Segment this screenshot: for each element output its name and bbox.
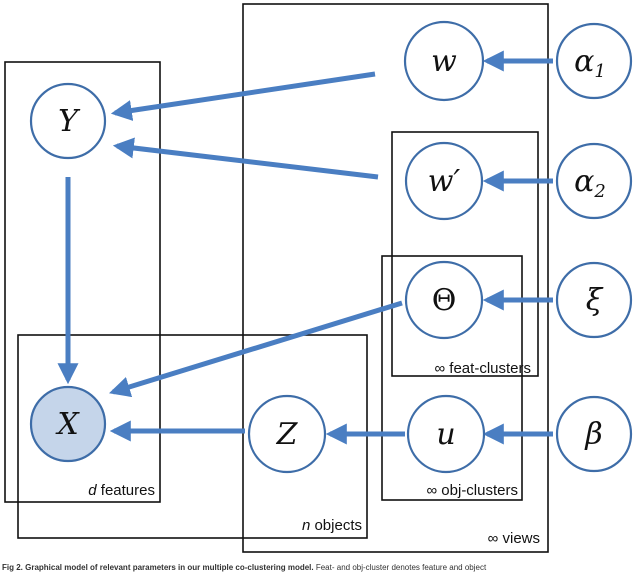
plate-features-label: d features <box>88 482 155 499</box>
plate-obj-clusters-label: ∞ obj-clusters <box>426 482 518 499</box>
plate-objects-label: n objects <box>302 517 362 534</box>
caption-text: Feat- and obj-cluster denotes feature an… <box>313 563 487 572</box>
node-u-label: u <box>436 417 455 452</box>
plate-views-label: ∞ views <box>488 530 540 547</box>
node-alpha2: α2 <box>555 142 633 220</box>
node-w-label: w <box>431 44 457 79</box>
node-alpha2-subscript: 2 <box>593 181 605 202</box>
node-theta: Θ <box>404 260 484 340</box>
node-u: u <box>406 394 486 474</box>
node-x-observed: X <box>29 385 107 463</box>
edge-w-y <box>110 71 376 121</box>
plate-feat-clusters-label: ∞ feat-clusters <box>434 360 531 377</box>
figure-caption: Fig 2. Graphical model of relevant param… <box>2 563 638 573</box>
node-alpha1: α1 <box>555 22 633 100</box>
node-z: Z <box>247 394 327 474</box>
node-w: w <box>403 20 485 102</box>
node-beta: β <box>555 395 633 473</box>
node-alpha1-subscript: 1 <box>594 61 605 82</box>
plate-feat-clusters <box>391 131 539 377</box>
node-theta-label: Θ <box>432 283 457 318</box>
plate-views <box>242 3 549 553</box>
svg-text:α2: α2 <box>574 164 606 202</box>
svg-text:α1: α1 <box>574 44 606 82</box>
node-w-prime: w′ <box>404 141 484 221</box>
caption-title: Fig 2. Graphical model of relevant param… <box>2 563 314 572</box>
edge-theta-x <box>108 300 403 398</box>
node-beta-label: β <box>584 417 602 452</box>
node-y-label: Y <box>58 104 81 139</box>
plate-features <box>4 61 161 503</box>
node-y: Y <box>29 82 107 160</box>
node-alpha2-label: α <box>574 164 594 199</box>
node-xi: ξ <box>555 261 633 339</box>
plate-obj-clusters <box>381 255 523 501</box>
node-z-label: Z <box>276 417 299 452</box>
node-alpha1-label: α <box>574 44 594 79</box>
node-x-label: X <box>55 407 80 442</box>
node-xi-label: ξ <box>586 283 604 318</box>
edge-wprime-y <box>112 137 379 180</box>
node-w-prime-label: w′ <box>428 164 461 199</box>
